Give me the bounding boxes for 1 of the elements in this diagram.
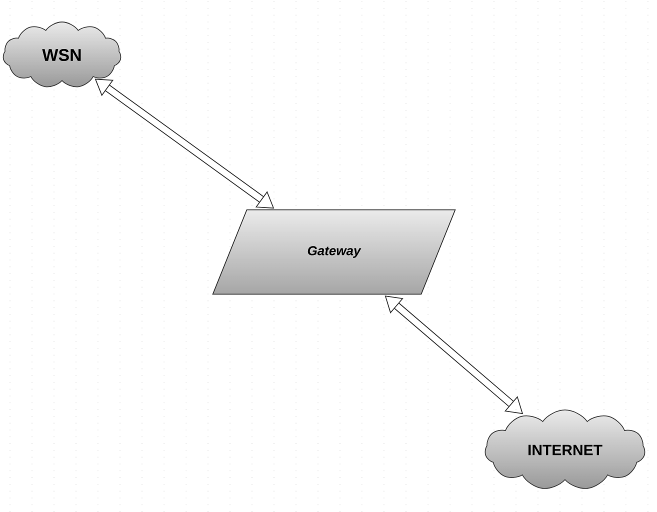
gateway-parallelogram: Gateway xyxy=(212,209,456,295)
